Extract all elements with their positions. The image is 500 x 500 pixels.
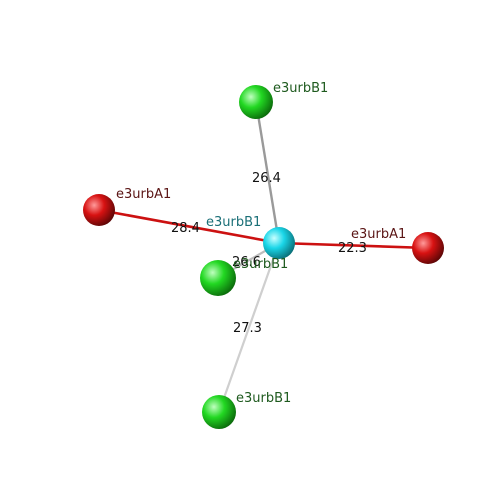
distance-left: 28.4 xyxy=(171,221,200,236)
atom-bottom-label: e3urbB1 xyxy=(236,391,291,406)
atom-center-sphere[interactable] xyxy=(263,227,295,259)
distance-mid: 26.6 xyxy=(232,255,261,270)
atom-top-sphere[interactable] xyxy=(239,85,273,119)
atom-right-sphere[interactable] xyxy=(412,232,444,264)
atom-center-label: e3urbB1 xyxy=(206,215,261,230)
distance-right: 22.3 xyxy=(338,241,367,256)
bond-left xyxy=(98,208,280,245)
distance-top: 26.4 xyxy=(252,171,281,186)
bond-right xyxy=(278,241,429,250)
atom-left-label: e3urbA1 xyxy=(116,187,171,202)
atom-right-label: e3urbA1 xyxy=(351,227,406,242)
bond-bottom xyxy=(217,242,281,413)
atom-mid-label: e3urbB1 xyxy=(233,257,288,272)
atom-bottom-sphere[interactable] xyxy=(202,395,236,429)
atom-mid-sphere[interactable] xyxy=(200,260,236,296)
atom-left-sphere[interactable] xyxy=(83,194,115,226)
atom-top-label: e3urbB1 xyxy=(273,81,328,96)
distance-bottom: 27.3 xyxy=(233,321,262,336)
bond-top xyxy=(254,101,281,244)
